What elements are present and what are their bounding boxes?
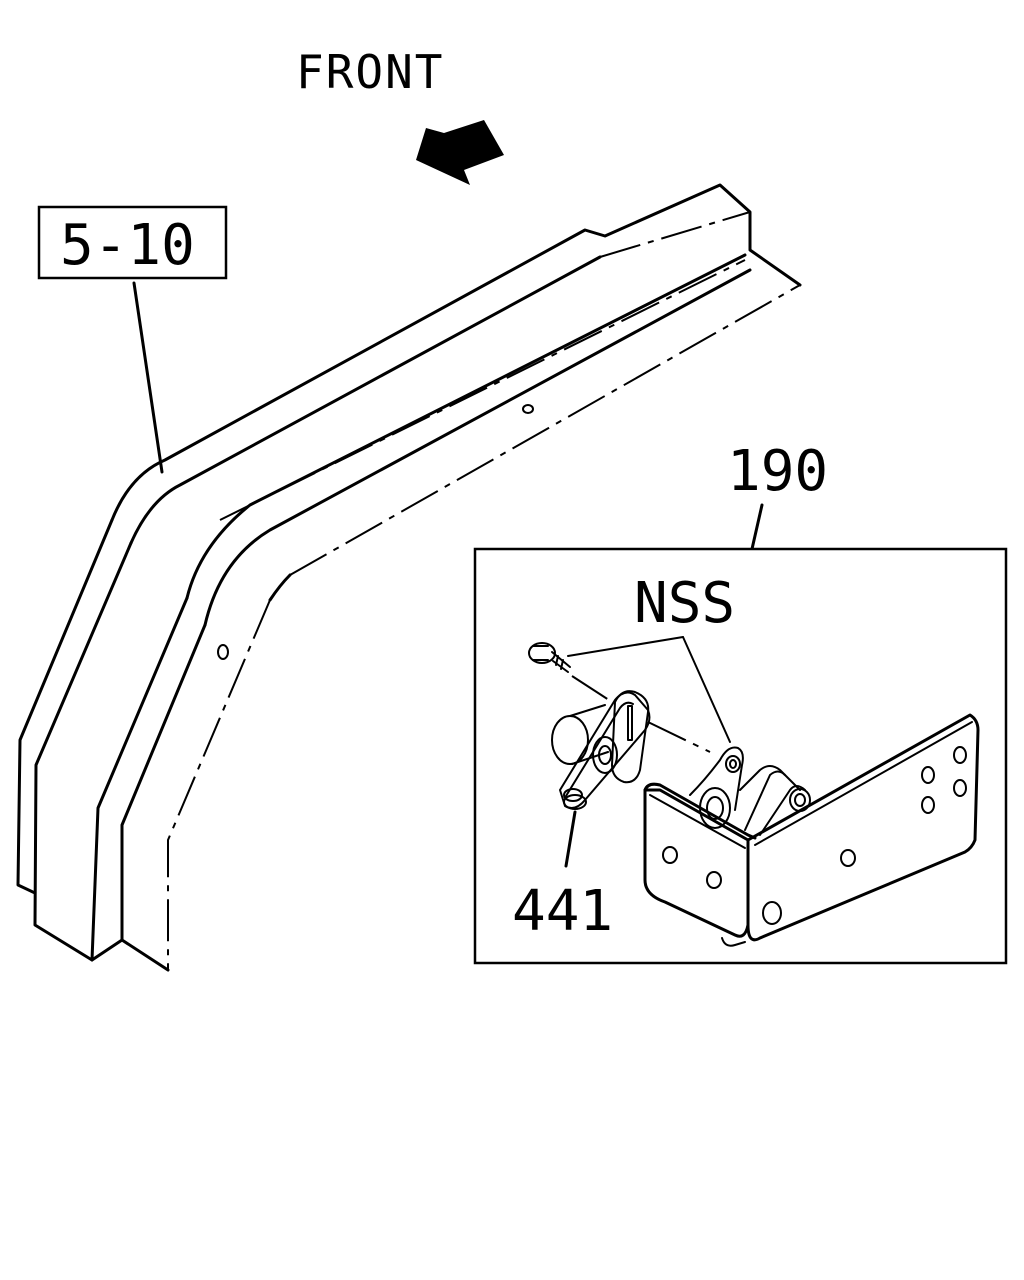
bolt <box>528 642 613 703</box>
nss-label: NSS <box>634 571 735 636</box>
front-label: FRONT <box>296 45 444 99</box>
front-arrow-icon <box>416 120 504 185</box>
detail-box <box>473 547 1008 965</box>
assembly-part-label: 190 <box>727 439 828 504</box>
frame-rail <box>16 183 802 972</box>
frame-ref-box <box>37 205 228 280</box>
frame-ref-leader <box>132 281 164 474</box>
assembly-leader <box>750 503 764 551</box>
frame-ref-label: 5-10 <box>60 213 195 278</box>
nss-leaders <box>567 636 731 743</box>
part-441-leader <box>564 810 577 868</box>
bracket-441 <box>551 690 711 810</box>
mounting-bracket <box>643 713 980 947</box>
part-441-label: 441 <box>512 879 613 944</box>
